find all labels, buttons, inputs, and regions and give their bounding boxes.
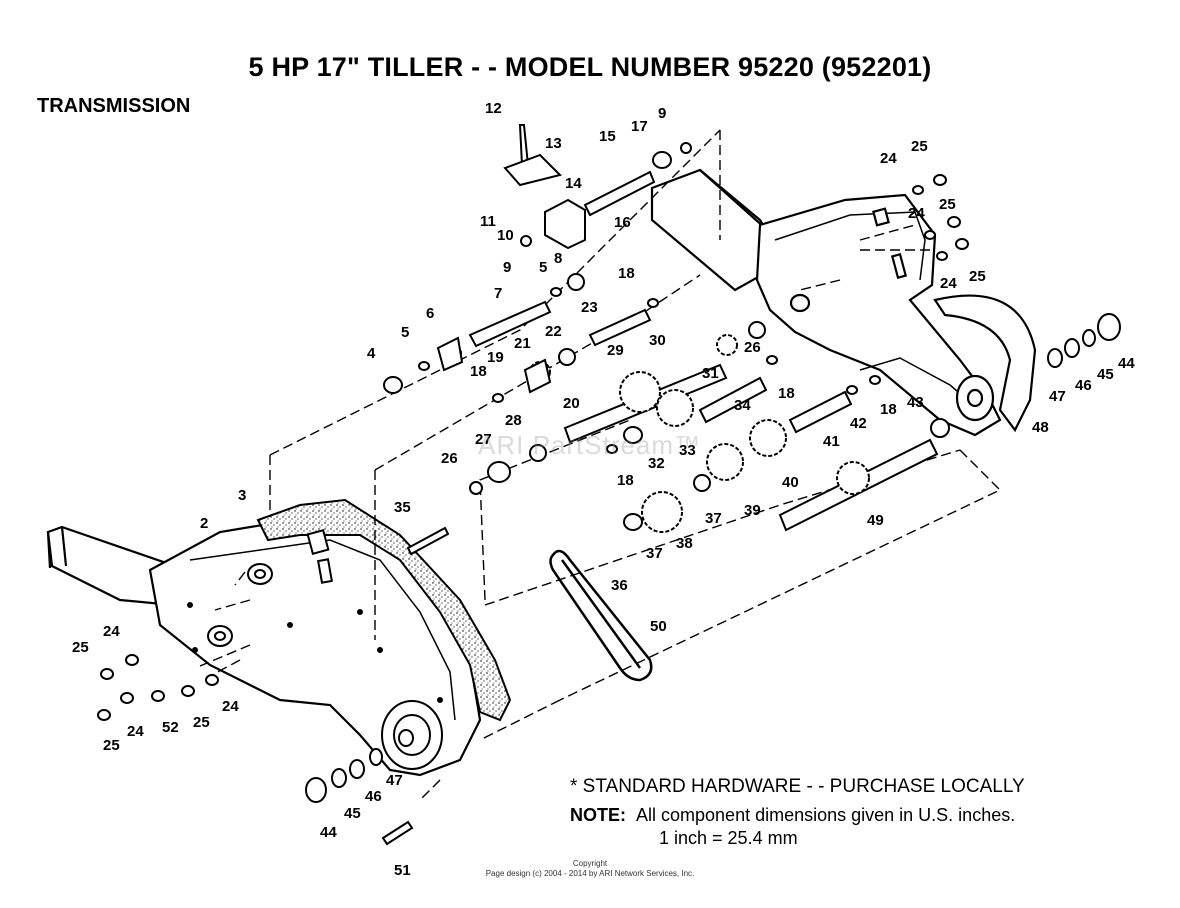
tine-shield [933, 294, 1037, 433]
callout-45: 45 [344, 805, 361, 822]
callout-13: 13 [545, 135, 562, 152]
callout-39: 39 [744, 502, 761, 519]
bushings [97, 142, 1121, 803]
callout-52: 52 [162, 719, 179, 736]
callout-25: 25 [969, 268, 986, 285]
callout-8: 8 [554, 250, 562, 267]
callout-12: 12 [485, 100, 502, 117]
callout-37: 37 [646, 545, 663, 562]
callout-46: 46 [1075, 377, 1092, 394]
callout-5: 5 [539, 259, 547, 276]
callout-24: 24 [222, 698, 239, 715]
callout-47: 47 [386, 772, 403, 789]
callout-2: 2 [200, 515, 208, 532]
watermark: ARI PartStream™ [478, 430, 702, 460]
callout-26: 26 [744, 339, 761, 356]
note-text: All component dimensions given in U.S. i… [636, 805, 1016, 825]
callout-44: 44 [1118, 355, 1135, 372]
left-housing-features [187, 529, 443, 770]
callout-25: 25 [911, 138, 928, 155]
callout-9: 9 [658, 105, 666, 122]
right-housing-half [650, 168, 1002, 437]
callout-16: 16 [614, 214, 631, 231]
callout-6: 6 [426, 305, 434, 322]
conversion-note: 1 inch = 25.4 mm [659, 828, 798, 848]
callout-31: 31 [702, 365, 719, 382]
callout-29: 29 [607, 342, 624, 359]
callout-10: 10 [497, 227, 514, 244]
callout-40: 40 [782, 474, 799, 491]
callout-50: 50 [650, 618, 667, 635]
callout-21: 21 [514, 335, 531, 352]
copyright-label: Copyright [572, 859, 608, 868]
callout-18: 18 [880, 401, 897, 418]
callout-48: 48 [1032, 419, 1049, 436]
callout-45: 45 [1097, 366, 1114, 383]
callout-51: 51 [394, 862, 411, 879]
part-callouts: 2 3 4 5 5 6 7 8 9 9 10 11 12 13 14 15 16… [72, 100, 1135, 879]
callout-24: 24 [103, 623, 120, 640]
callout-24: 24 [880, 150, 897, 167]
shafts [381, 124, 939, 846]
callout-15: 15 [599, 128, 616, 145]
callout-17: 17 [631, 118, 648, 135]
copyright-text: Page design (c) 2004 - 2014 by ARI Netwo… [485, 869, 695, 878]
callout-22: 22 [545, 323, 562, 340]
section-title: TRANSMISSION [37, 95, 191, 117]
callout-43: 43 [907, 394, 924, 411]
callout-37: 37 [705, 510, 722, 527]
standard-hardware-note: * STANDARD HARDWARE - - PURCHASE LOCALLY [570, 776, 1025, 797]
callout-41: 41 [823, 433, 840, 450]
callout-47: 47 [1049, 388, 1066, 405]
callout-34: 34 [734, 397, 751, 414]
callout-7: 7 [494, 285, 502, 302]
chain-belt [549, 549, 653, 682]
callout-25: 25 [193, 714, 210, 731]
housing-gasket [256, 498, 512, 722]
callout-20: 20 [563, 395, 580, 412]
callout-25: 25 [72, 639, 89, 656]
callout-3: 3 [238, 487, 246, 504]
dimension-note: NOTE: All component dimensions given in … [570, 805, 1015, 826]
callout-42: 42 [850, 415, 867, 432]
callout-27: 27 [475, 431, 492, 448]
callout-11: 11 [480, 213, 496, 230]
callout-24: 24 [127, 723, 144, 740]
shift-bracket [436, 153, 586, 394]
callout-5: 5 [401, 324, 409, 341]
callout-18: 18 [778, 385, 795, 402]
callout-24: 24 [908, 205, 925, 222]
callout-44: 44 [320, 824, 337, 841]
callout-28: 28 [505, 412, 522, 429]
callout-19: 19 [487, 349, 504, 366]
callout-24: 24 [940, 275, 957, 292]
callout-30: 30 [649, 332, 666, 349]
callout-18: 18 [617, 472, 634, 489]
callout-32: 32 [648, 455, 665, 472]
callout-14: 14 [565, 175, 582, 192]
note-label: NOTE: [570, 805, 626, 825]
callout-46: 46 [365, 788, 382, 805]
callout-33: 33 [679, 442, 696, 459]
callout-9: 9 [503, 259, 511, 276]
callout-18: 18 [470, 363, 487, 380]
callout-23: 23 [581, 299, 598, 316]
callout-38: 38 [676, 535, 693, 552]
callout-49: 49 [867, 512, 884, 529]
callout-36: 36 [611, 577, 628, 594]
callout-4: 4 [367, 345, 376, 362]
callout-25: 25 [103, 737, 120, 754]
callout-18: 18 [618, 265, 635, 282]
diagram-title: 5 HP 17" TILLER - - MODEL NUMBER 95220 (… [248, 52, 932, 82]
callout-35: 35 [394, 499, 411, 516]
callout-26: 26 [441, 450, 458, 467]
callout-25: 25 [939, 196, 956, 213]
